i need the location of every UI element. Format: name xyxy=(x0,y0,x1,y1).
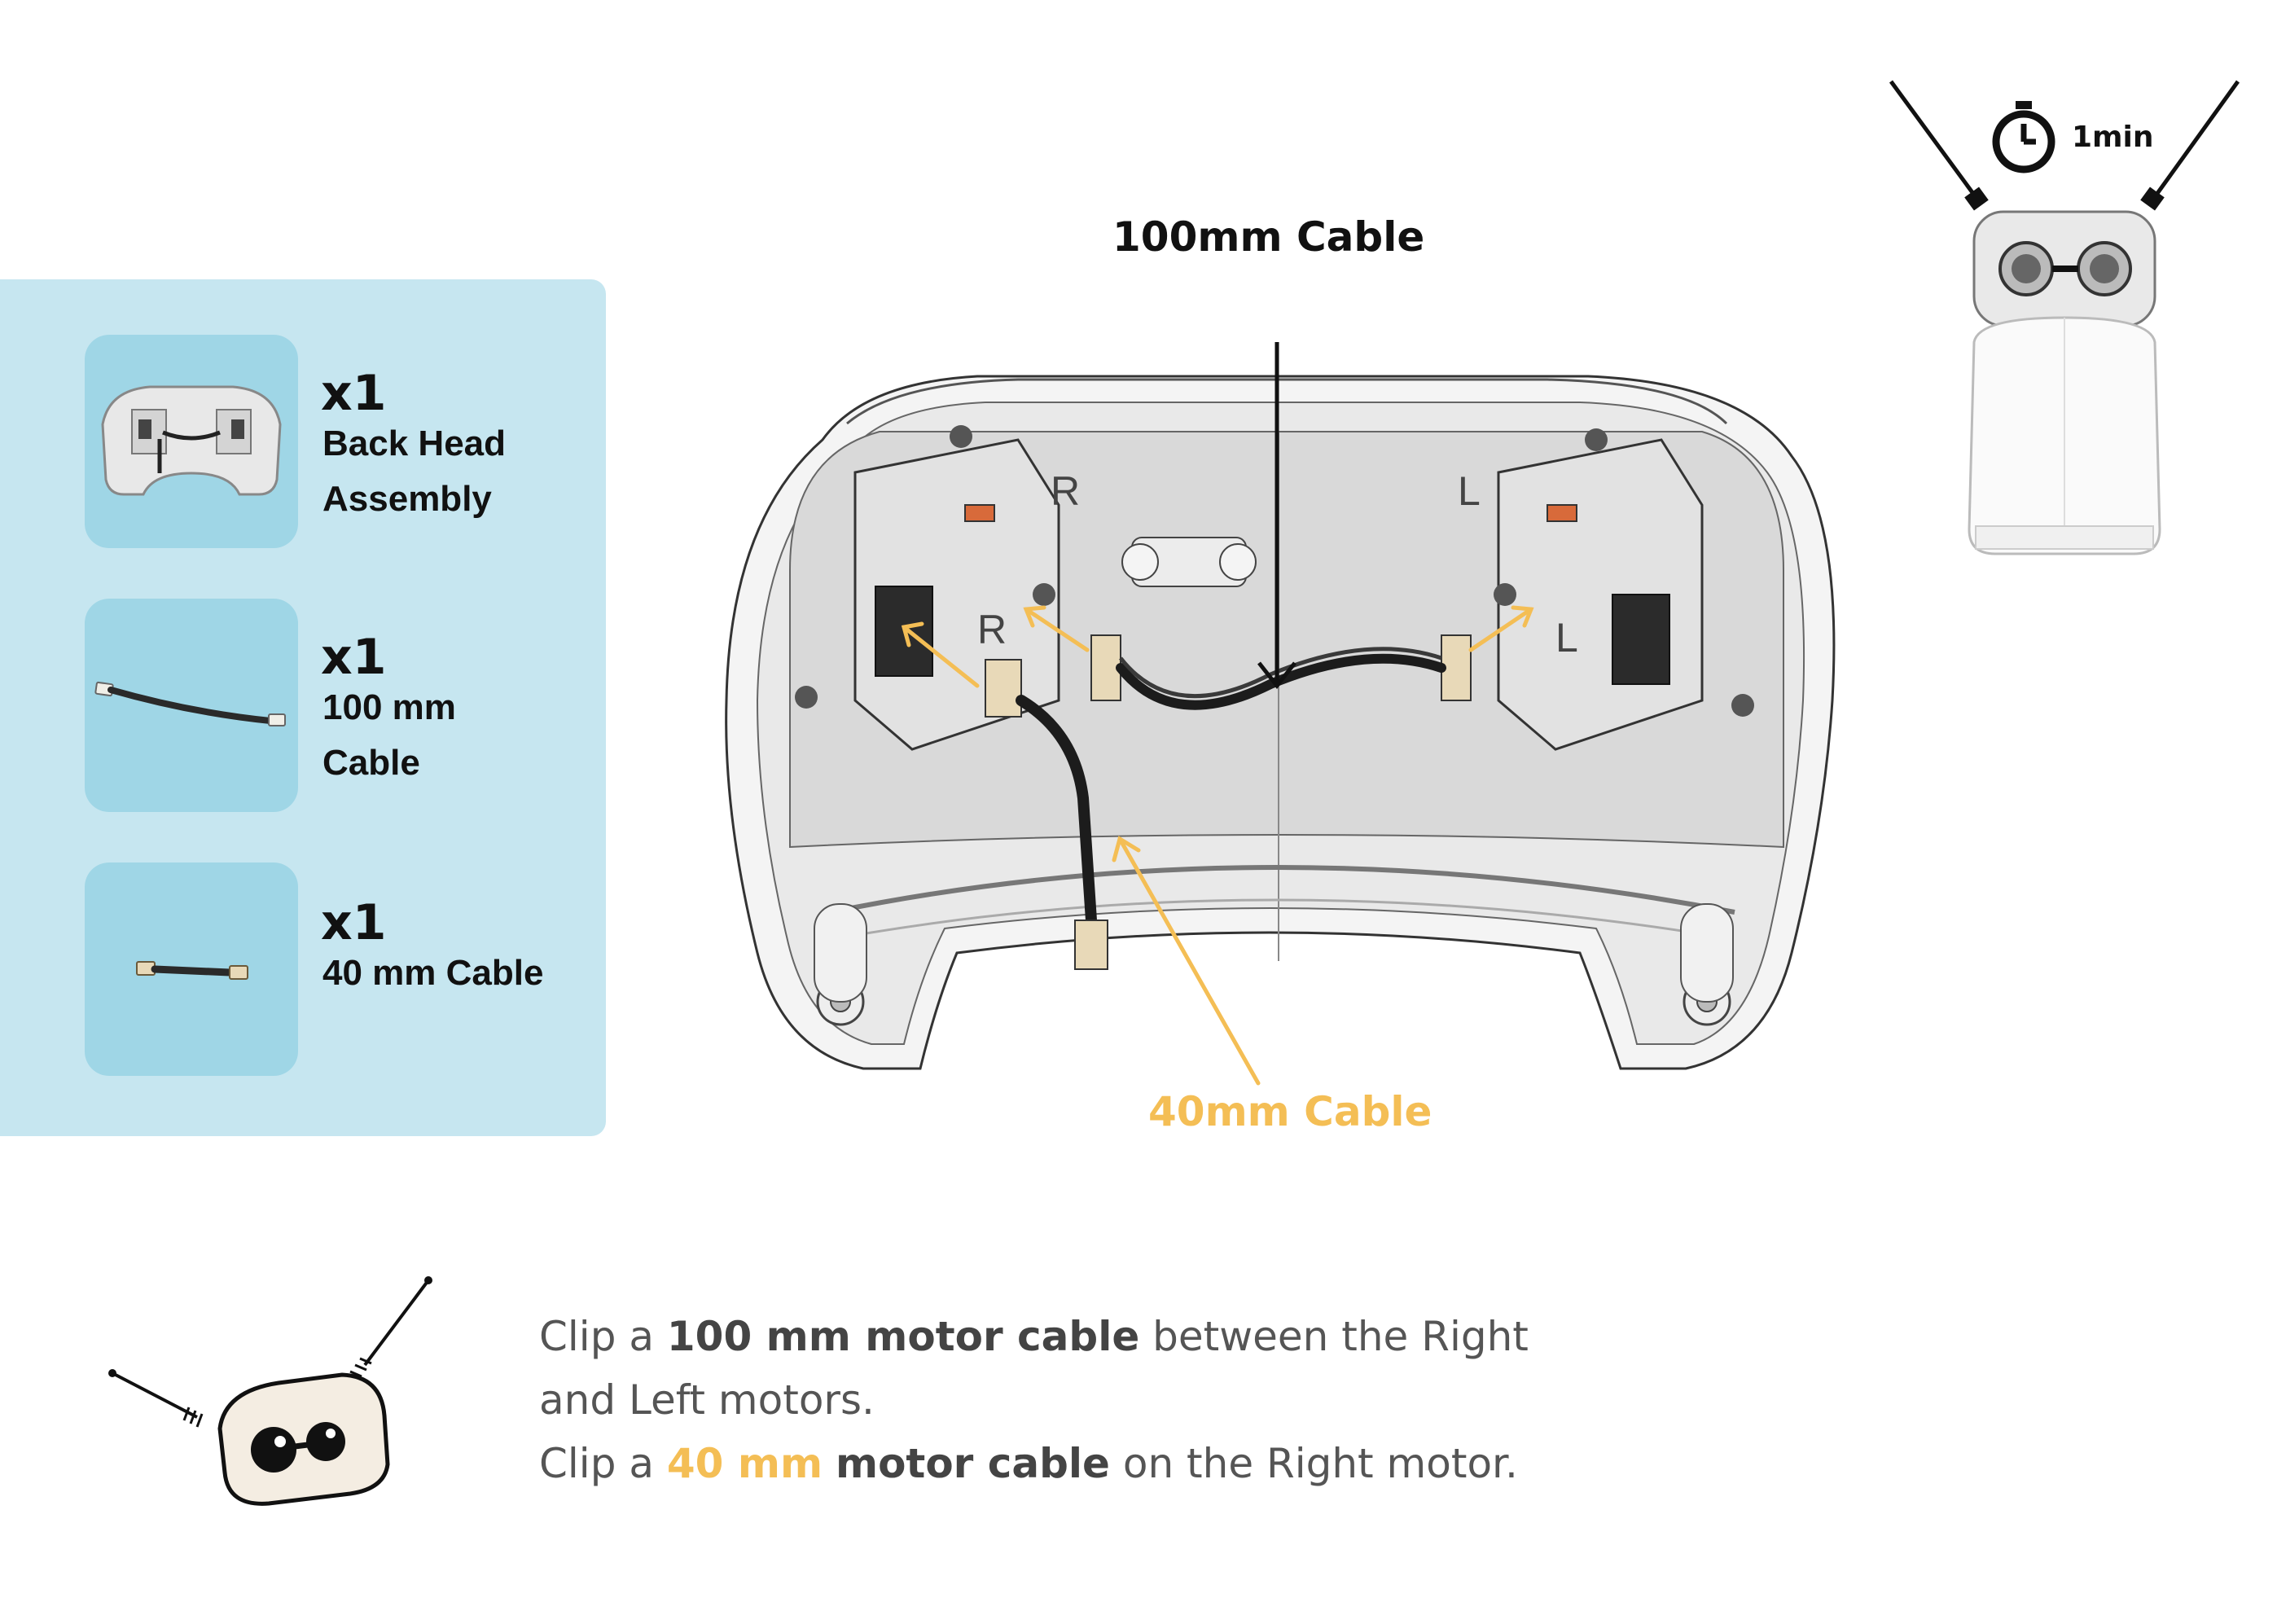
duration-label: 1min xyxy=(2072,121,2154,154)
arrow-right-port xyxy=(902,625,980,688)
instruction-text: Clip a 100 mm motor cable between the Ri… xyxy=(539,1305,1598,1495)
robot-preview-image xyxy=(1873,73,2256,562)
instruction-line-1: Clip a 100 mm motor cable between the Ri… xyxy=(539,1313,1529,1360)
part-quantity: x1 xyxy=(321,365,387,422)
l-mark-top: L xyxy=(1458,468,1481,514)
r-mark-side: R xyxy=(977,607,1007,652)
part-name: Back Head Assembly xyxy=(322,424,507,519)
100mm-cable-image xyxy=(85,599,298,812)
back-head-assembly-image xyxy=(85,335,298,548)
robot-mascot-icon xyxy=(106,1269,448,1513)
parts-list-panel: x1 Back Head Assembly x1 100 mm Cable x1… xyxy=(0,279,606,1136)
l-mark-side: L xyxy=(1555,615,1578,661)
r-mark-top: R xyxy=(1051,468,1080,514)
back-head-assembly-diagram: R R L L xyxy=(709,293,1849,1091)
cable-spec-40mm: 40 mm xyxy=(666,1440,823,1487)
100mm-cable-callout: 100mm Cable xyxy=(1112,213,1425,261)
stopwatch-icon xyxy=(1987,96,2060,178)
part-quantity: x1 xyxy=(321,894,387,951)
cable-spec-100mm: 100 mm motor cable xyxy=(666,1313,1140,1360)
40mm-cable-image xyxy=(85,862,298,1076)
40mm-cable-callout: 40mm Cable xyxy=(1148,1088,1432,1135)
part-quantity: x1 xyxy=(321,629,387,686)
instruction-line-3: Clip a 40 mm motor cable on the Right mo… xyxy=(539,1440,1518,1487)
part-name: 100 mm Cable xyxy=(322,687,456,783)
instruction-line-2: and Left motors. xyxy=(539,1376,875,1424)
motor-cable-label: motor cable xyxy=(835,1440,1110,1487)
part-name: 40 mm Cable xyxy=(322,953,544,993)
